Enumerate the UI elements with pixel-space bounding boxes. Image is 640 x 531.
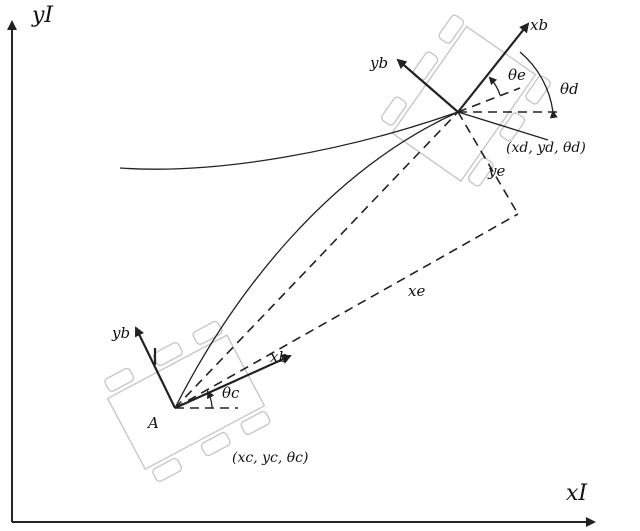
start-yb-label: yb — [111, 324, 130, 342]
start-yb-axis — [135, 326, 176, 409]
x-axis-label: xI — [566, 481, 588, 506]
theta-e-arc — [488, 76, 501, 96]
y-axis-label: yI — [31, 3, 54, 28]
goal-yb-axis — [396, 58, 459, 113]
goal-xb-axis — [457, 22, 530, 113]
theta-e-dash — [457, 87, 521, 113]
ye-line — [457, 111, 519, 215]
goal-pose-leader — [457, 111, 549, 141]
theta-e-label: θe — [508, 66, 526, 84]
goal-xb-label: xb — [530, 16, 548, 34]
start-pose-label: (xc, yc, θc) — [232, 450, 308, 466]
theta-d-label: θd — [560, 80, 579, 98]
xe-label: xe — [408, 282, 425, 300]
reference-trajectory — [119, 111, 459, 170]
goal-yb-label: yb — [369, 54, 388, 72]
ye-label: ye — [487, 162, 505, 180]
goal-pose-label: (xd, yd, θd) — [506, 140, 586, 156]
robot-path — [174, 111, 459, 409]
direct-line — [174, 111, 459, 409]
start-xb-label: xb — [270, 348, 288, 366]
theta-c-arc — [207, 390, 215, 409]
theta-c-label: θc — [222, 384, 240, 402]
theta-d-arc — [519, 51, 558, 119]
point-a-label: A — [146, 414, 159, 432]
start-xb-axis — [174, 354, 292, 410]
xe-line — [174, 213, 519, 409]
